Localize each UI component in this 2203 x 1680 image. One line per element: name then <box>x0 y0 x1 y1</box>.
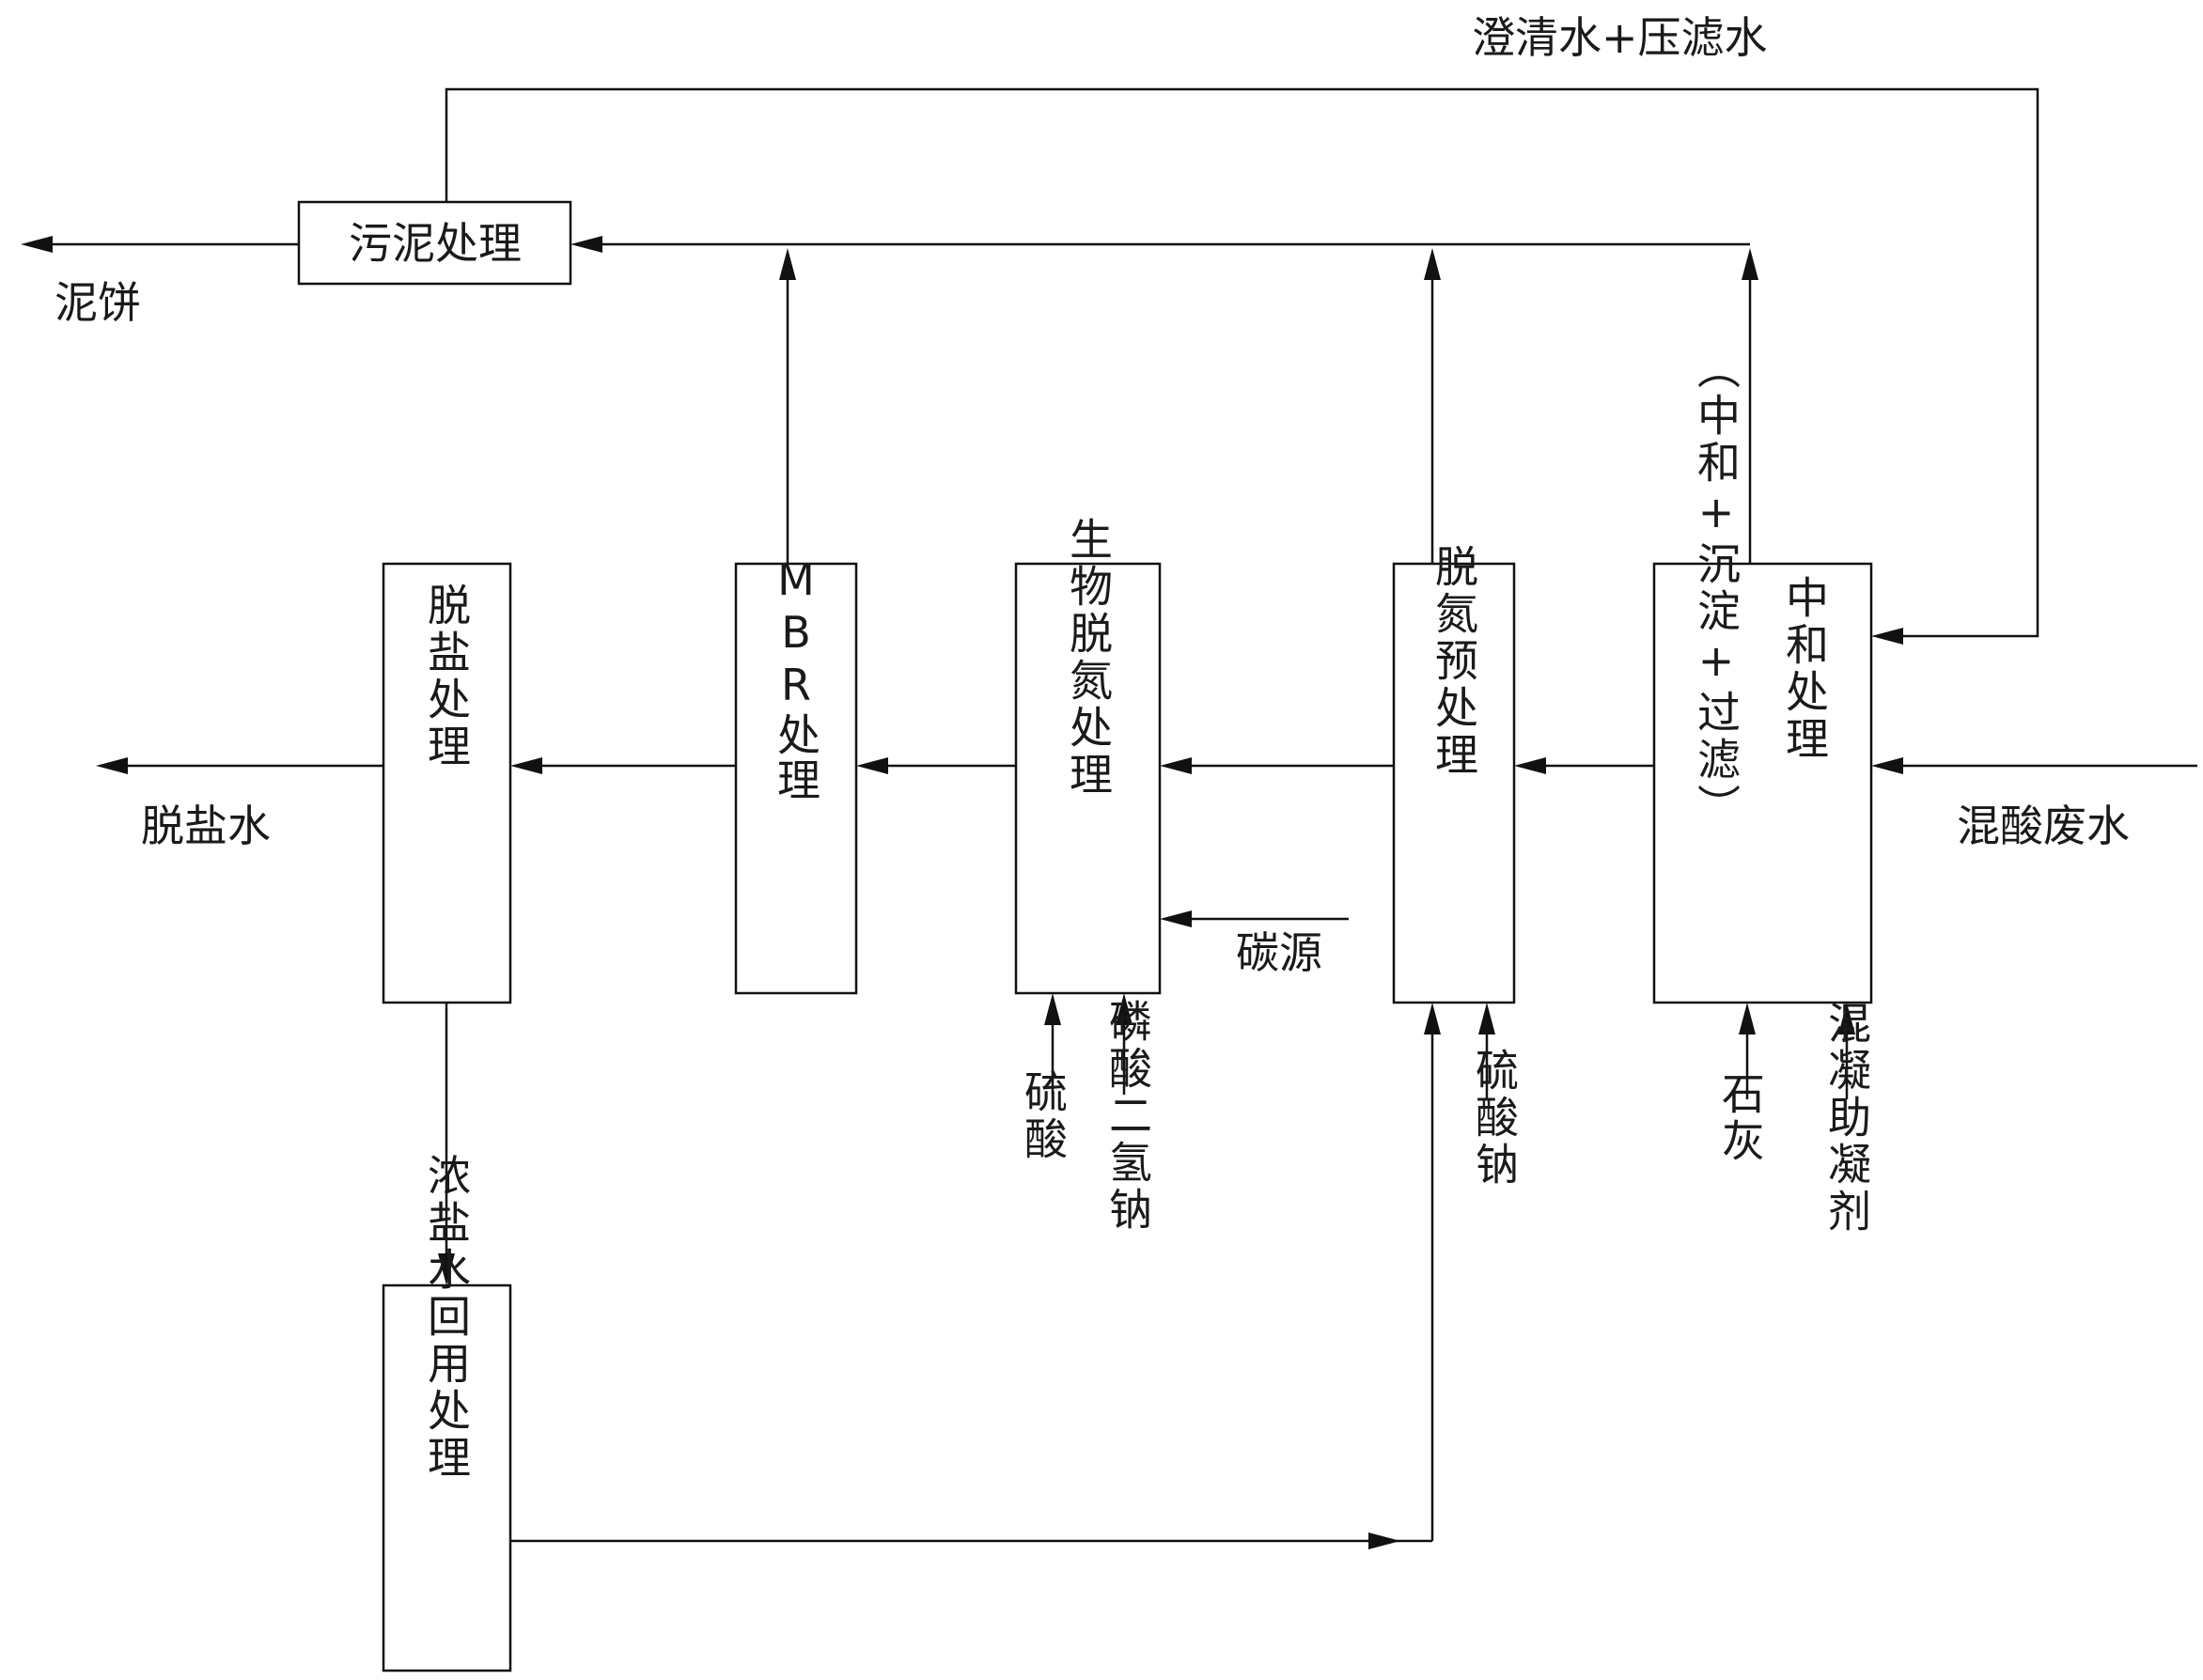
sodium-sulfate-label: 硫酸钠 <box>1469 1048 1520 1189</box>
phosphate-feed-arrowhead <box>1116 993 1133 1025</box>
brine-return-up-arrowhead <box>1424 1003 1441 1034</box>
brine-return-mid-arrowhead <box>1368 1532 1400 1549</box>
neutralization-detail-label: （中和+沉淀+过滤） <box>1691 346 1742 831</box>
mbr-box <box>734 562 858 995</box>
arrowhead-pretreat <box>1514 757 1546 774</box>
desal-to-brine-arrowhead <box>438 1253 455 1285</box>
brine-reuse-box <box>382 1283 512 1672</box>
mixed-acid-wastewater-label: 混酸废水 <box>1957 801 2130 851</box>
sludge-cake-label: 泥饼 <box>55 277 141 328</box>
desalination-label: 脱盐处理 <box>421 583 472 770</box>
bio-denitrogen-box <box>1014 562 1162 995</box>
brine-reuse-label: 浓盐水回用处理 <box>421 1153 472 1482</box>
carbon-source-feed-arrowhead <box>1160 910 1192 927</box>
sludge-collector-arrowhead <box>570 236 602 253</box>
mbr-label: MBR处理 <box>771 554 821 802</box>
sludge-treatment-box <box>297 200 572 286</box>
neutralization-box <box>1652 562 1873 1004</box>
coagulant-label: 混凝助凝剂 <box>1821 1001 1872 1236</box>
carbon-source-label: 碳源 <box>1236 927 1322 978</box>
sulfuric-acid-feed-arrowhead <box>1044 993 1061 1025</box>
bio-denitrogen-label: 生物脱氮处理 <box>1063 517 1114 799</box>
sludge-pretreat-arrowhead <box>1424 248 1441 280</box>
lime-label: 石灰 <box>1715 1071 1766 1165</box>
arrowhead-bio <box>1160 757 1192 774</box>
outflow-desalted-arrowhead <box>96 757 128 774</box>
sludge-mbr-arrowhead <box>779 248 796 280</box>
neutralization-label: 中和处理 <box>1779 575 1830 763</box>
denitrogen-pretreat-box <box>1392 562 1516 1004</box>
denitrogen-pretreat-label: 脱氮预处理 <box>1429 544 1479 779</box>
arrowhead-desal <box>510 757 542 774</box>
phosphate-label: 磷酸二氢钠 <box>1102 999 1153 1234</box>
recycle-water-label: 澄清水+压滤水 <box>1472 12 1768 63</box>
desalted-water-label: 脱盐水 <box>141 801 271 851</box>
sulfuric-acid-label: 硫酸 <box>1018 1069 1069 1163</box>
coagulant-feed-arrowhead <box>1838 1003 1855 1034</box>
arrowhead-mbr <box>856 757 888 774</box>
recycle-water-line <box>445 87 2039 638</box>
recycle-water-arrowhead <box>1871 628 1903 645</box>
sludge-treatment-label: 污泥处理 <box>349 218 522 269</box>
inflow-arrowhead <box>1871 757 1903 774</box>
lime-feed-arrowhead <box>1739 1003 1756 1034</box>
sodium-sulfate-feed-arrowhead <box>1478 1003 1495 1034</box>
sludge-neutral-arrowhead <box>1742 248 1758 280</box>
sludge-cake-arrowhead <box>21 236 53 253</box>
desalination-box <box>382 562 512 1004</box>
